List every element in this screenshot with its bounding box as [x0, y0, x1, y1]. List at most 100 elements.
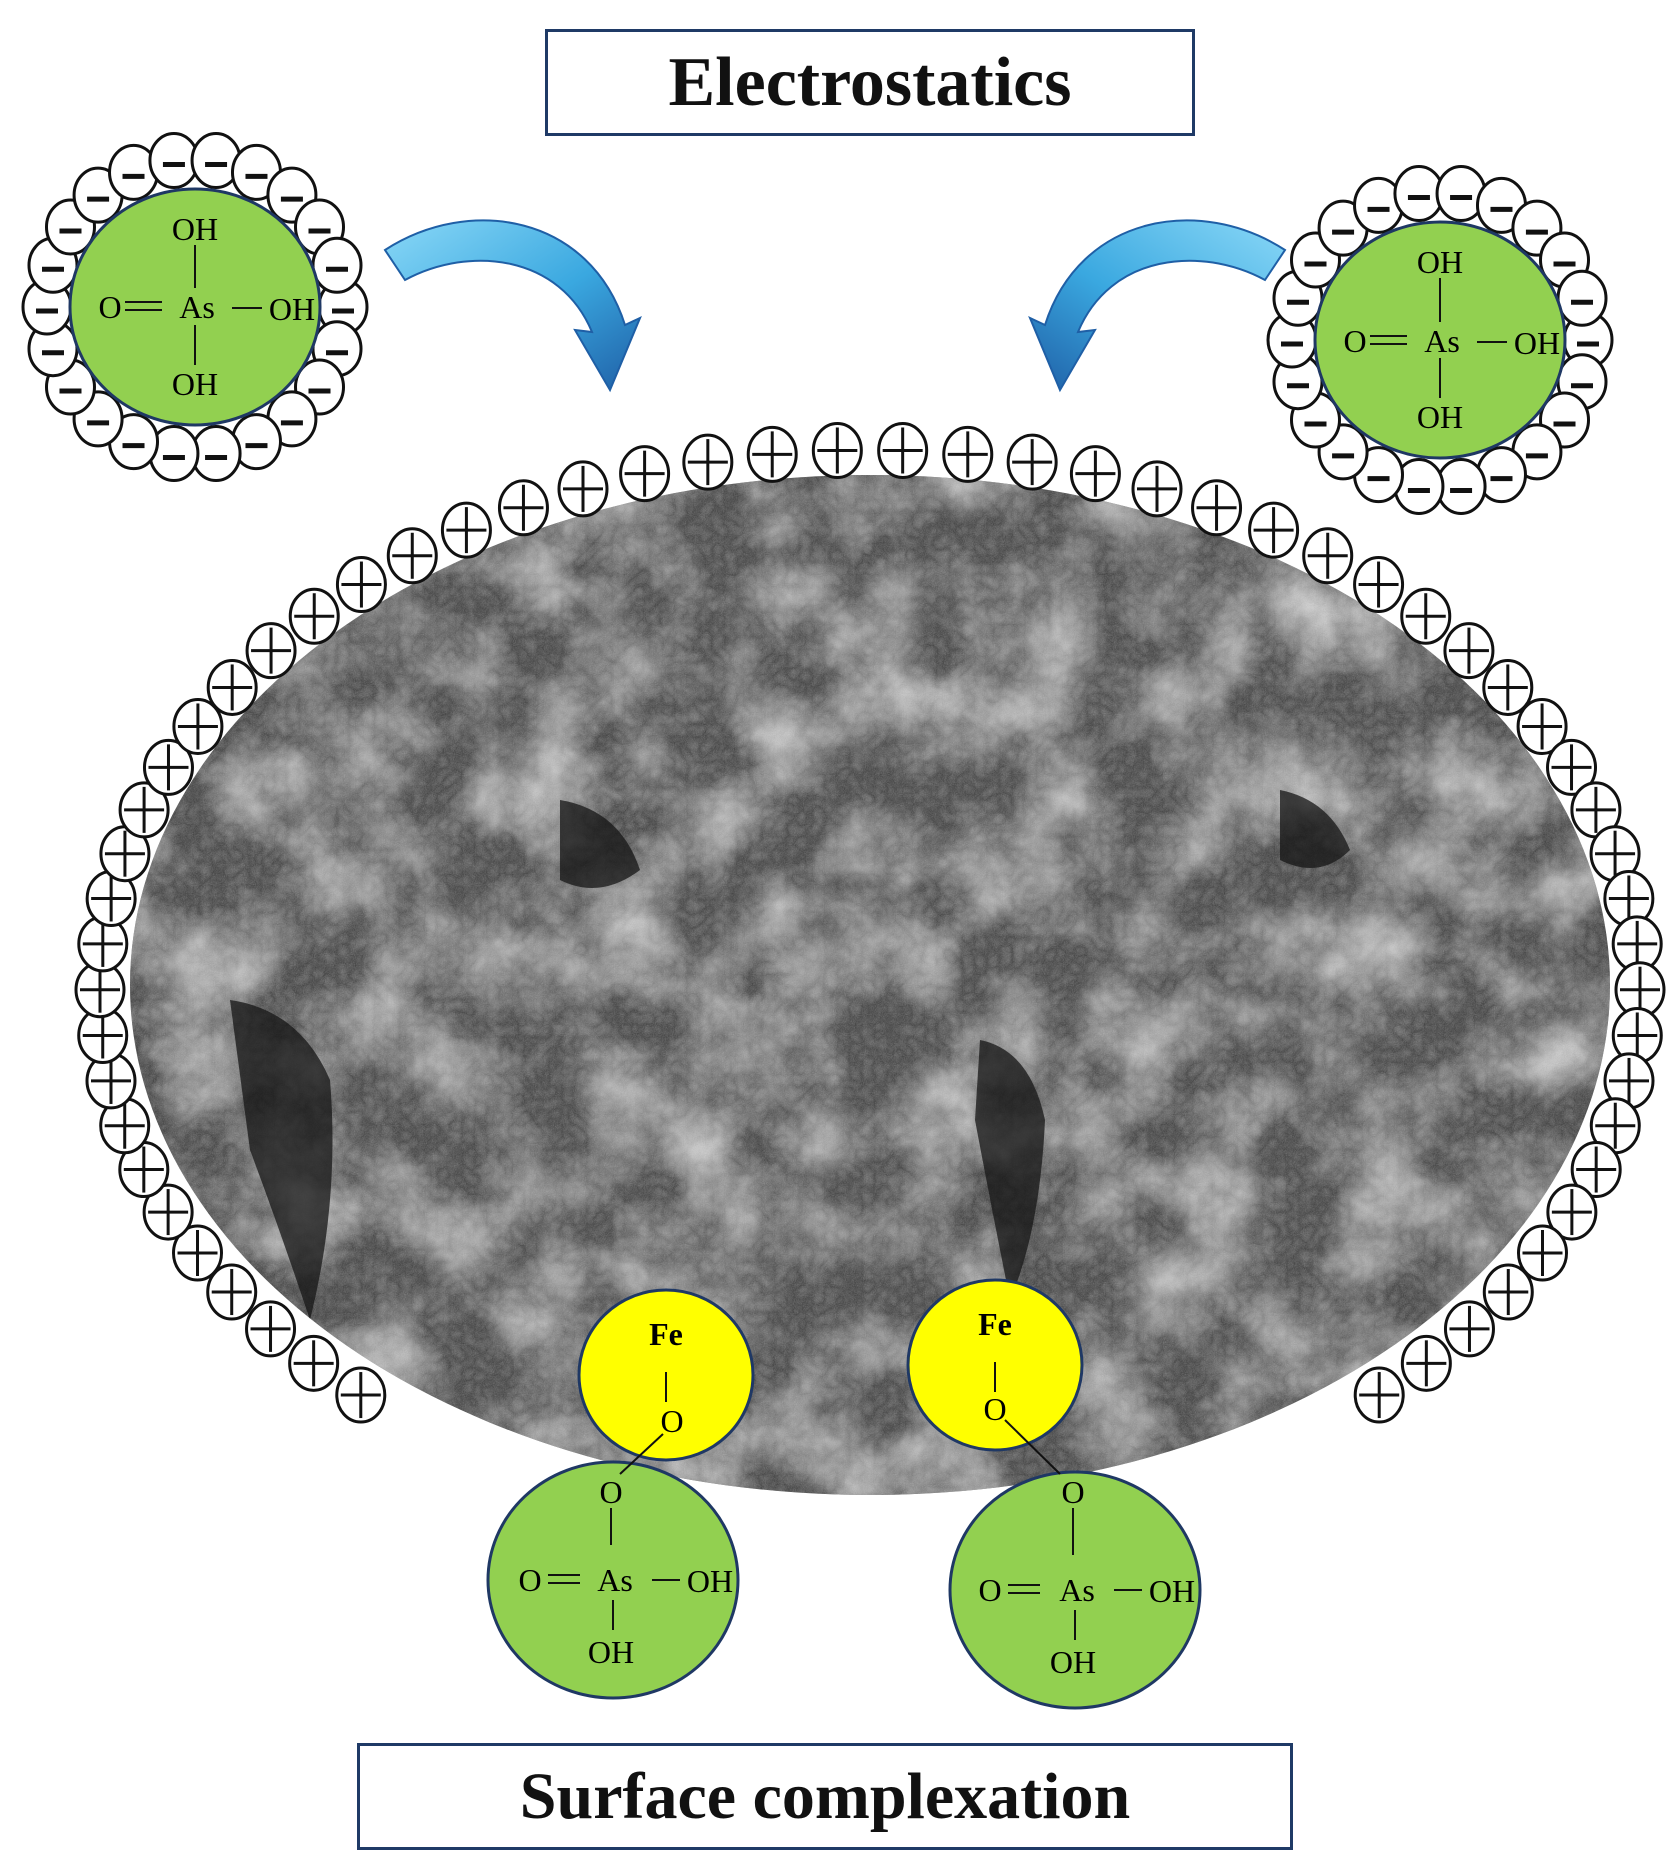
positive-charge	[386, 527, 438, 585]
positive-charge	[206, 658, 258, 716]
electrostatics-label: Electrostatics	[668, 43, 1072, 121]
positive-charge	[118, 781, 170, 839]
positive-charge	[497, 479, 549, 537]
positive-charge	[619, 445, 671, 503]
surface-complex-right: Fe O O As O OH OH	[906, 1278, 1202, 1710]
as-left: As	[179, 289, 215, 325]
positive-charge	[1603, 869, 1655, 927]
bridging-o-right: O	[983, 1391, 1006, 1427]
bridging-o-left: O	[660, 1403, 683, 1439]
arsenate-complexed-right	[948, 1470, 1202, 1710]
positive-charge	[1546, 738, 1598, 796]
positive-charge	[1482, 658, 1534, 716]
arsenate-o-right: O	[1061, 1474, 1084, 1510]
positive-charge	[1131, 460, 1183, 518]
positive-charge	[877, 421, 929, 479]
positive-charge	[172, 1224, 224, 1282]
right-negative-charge	[1353, 176, 1405, 234]
positive-charge	[1191, 479, 1243, 537]
positive-charge	[1570, 1141, 1622, 1199]
oh-bottom-complex-right: OH	[1050, 1644, 1096, 1680]
arsenate-molecule-left	[68, 187, 322, 427]
right-negative-charge	[1556, 269, 1608, 327]
arsenate-left: OH As O OH OH	[21, 132, 369, 482]
oh-right-left: OH	[269, 291, 315, 327]
positive-charge	[118, 1141, 170, 1199]
positive-charge	[1603, 1052, 1655, 1110]
left-negative-charge	[230, 413, 282, 471]
oh-right-right: OH	[1514, 325, 1560, 361]
positive-charge	[335, 1366, 387, 1424]
o-double-complex-left: O	[518, 1562, 541, 1598]
surface-complexation-label: Surface complexation	[519, 1759, 1131, 1833]
o-double-left: O	[98, 289, 121, 325]
positive-charge	[85, 1052, 137, 1110]
arsenate-molecule-right	[1313, 220, 1567, 460]
positive-charge	[811, 421, 863, 479]
positive-charge	[335, 556, 387, 614]
positive-charge	[1614, 961, 1666, 1019]
positive-charge	[1546, 1183, 1598, 1241]
right-negative-charge	[1435, 457, 1487, 515]
surface-complex-left: Fe O O As O OH OH	[486, 1288, 755, 1700]
positive-charge	[1400, 1334, 1452, 1392]
negative-charge-ring-left	[21, 132, 369, 482]
arsenate-right: OH As O OH OH	[1266, 165, 1614, 515]
positive-charge	[1006, 433, 1058, 491]
positive-charge	[557, 460, 609, 518]
positive-charge	[1516, 697, 1568, 755]
arsenate-complexed-left	[486, 1460, 740, 1700]
oh-bottom-complex-left: OH	[588, 1634, 634, 1670]
fe-left: Fe	[649, 1316, 683, 1352]
as-right: As	[1424, 323, 1460, 359]
sem-micrograph	[130, 475, 1610, 1495]
positive-charge	[942, 425, 994, 483]
arsenate-o-left: O	[599, 1474, 622, 1510]
arsenate-structure-right: OH As O OH OH	[1343, 244, 1560, 435]
positive-charge	[1069, 445, 1121, 503]
positive-charge	[1443, 1300, 1495, 1358]
oh-bottom-left: OH	[172, 366, 218, 402]
positive-charge	[682, 433, 734, 491]
o-double-complex-right: O	[978, 1572, 1001, 1608]
positive-charge	[1443, 622, 1495, 680]
positive-charge	[1248, 501, 1300, 559]
positive-charge	[142, 1183, 194, 1241]
positive-charge	[1400, 587, 1452, 645]
left-negative-charge	[311, 236, 363, 294]
oh-top-right: OH	[1417, 244, 1463, 280]
positive-charge	[172, 697, 224, 755]
positive-charge-ring	[74, 421, 1666, 1424]
positive-charge	[245, 622, 297, 680]
positive-charge	[746, 425, 798, 483]
electrostatics-label-box: Electrostatics	[545, 29, 1195, 136]
positive-charge	[245, 1300, 297, 1358]
positive-charge	[142, 738, 194, 796]
positive-charge	[440, 501, 492, 559]
positive-charge	[1516, 1224, 1568, 1282]
oh-right-complex-left: OH	[687, 1563, 733, 1599]
positive-charge	[288, 1334, 340, 1392]
arsenate-structure-left: OH As O OH OH	[98, 211, 315, 402]
oh-right-complex-right: OH	[1149, 1573, 1195, 1609]
positive-charge	[1353, 556, 1405, 614]
right-negative-charge	[1393, 165, 1445, 223]
negative-charge-ring-right	[1266, 165, 1614, 515]
positive-charge	[1611, 1006, 1663, 1064]
positive-charge	[1482, 1263, 1534, 1321]
oh-top-left: OH	[172, 211, 218, 247]
positive-charge	[206, 1263, 258, 1321]
fe-right: Fe	[978, 1306, 1012, 1342]
positive-charge	[1302, 527, 1354, 585]
arrow-right-icon	[1028, 219, 1287, 393]
surface-complexation-label-box: Surface complexation	[357, 1743, 1293, 1850]
positive-charge	[1611, 915, 1663, 973]
oh-bottom-right: OH	[1417, 399, 1463, 435]
arrow-left-icon	[383, 219, 642, 393]
left-negative-charge	[190, 424, 242, 482]
positive-charge	[85, 869, 137, 927]
o-double-right: O	[1343, 323, 1366, 359]
as-complex-left: As	[597, 1562, 633, 1598]
as-complex-right: As	[1059, 1572, 1095, 1608]
